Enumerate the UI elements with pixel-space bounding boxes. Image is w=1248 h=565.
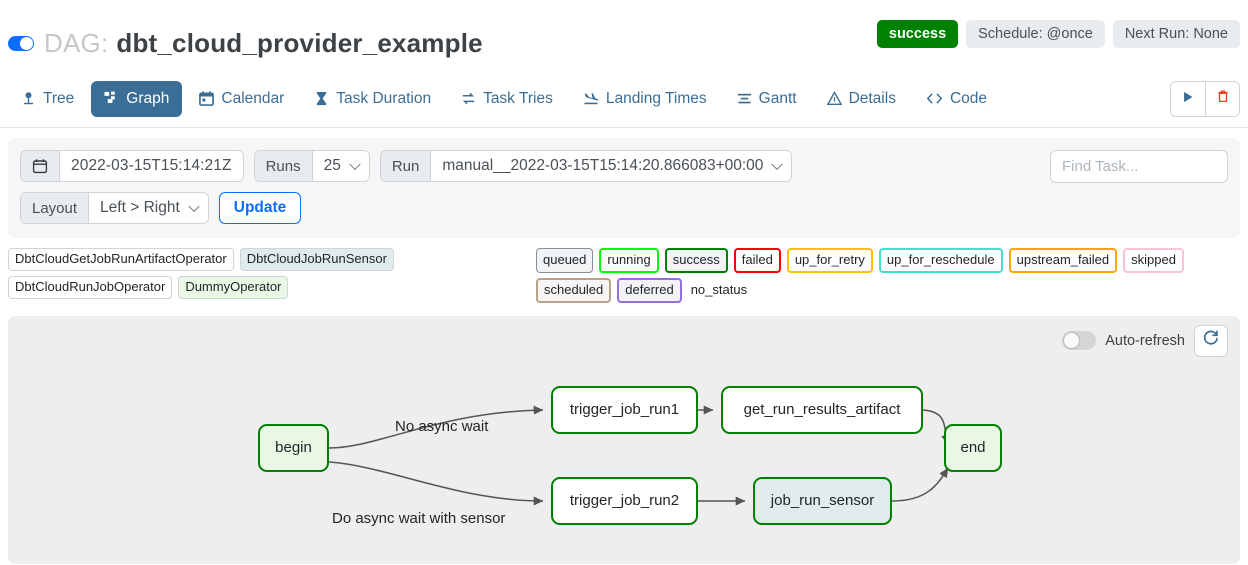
- filter-bar: 2022-03-15T15:14:21Z Runs 25 Run manual_…: [8, 138, 1240, 238]
- tab-label: Gantt: [758, 89, 797, 107]
- legend-chip-state: no_status: [690, 281, 748, 297]
- layout-select[interactable]: Left > Right: [89, 193, 208, 223]
- node-label: get_run_results_artifact: [743, 401, 901, 419]
- graph-node-trigger-job-run2[interactable]: trigger_job_run2: [551, 476, 698, 525]
- dag-run-group[interactable]: Run manual__2022-03-15T15:14:20.866083+0…: [379, 150, 793, 182]
- legend-chip-state: up_for_retry: [786, 248, 873, 273]
- tab-label: Task Tries: [483, 89, 553, 107]
- triangle-info-icon: [826, 91, 842, 106]
- plane-landing-icon: [583, 91, 599, 106]
- legend-row: DbtCloudGetJobRunArtifactOperator DbtClo…: [8, 248, 1240, 308]
- legend-chip-state: failed: [733, 248, 781, 273]
- tab-label: Calendar: [221, 89, 285, 107]
- legend-chip-state: deferred: [617, 277, 682, 303]
- dag-header: DAG: dbt_cloud_provider_example success …: [0, 0, 1248, 70]
- update-button[interactable]: Update: [218, 192, 302, 224]
- status-badge: success: [876, 20, 959, 49]
- tab-label: Graph: [126, 89, 170, 107]
- legend-chip-state: upstream_failed: [1008, 248, 1118, 273]
- operator-legend: DbtCloudGetJobRunArtifactOperator DbtClo…: [8, 248, 536, 304]
- legend-chip-state: success: [664, 248, 728, 273]
- tab-code[interactable]: Code: [913, 81, 1000, 117]
- dag-pause-toggle[interactable]: [8, 36, 34, 51]
- tab-details[interactable]: Details: [814, 81, 909, 117]
- layout-group[interactable]: Layout Left > Right: [20, 192, 209, 224]
- node-label: begin: [275, 439, 312, 457]
- legend-chip-state: up_for_reschedule: [878, 248, 1003, 273]
- tab-gantt[interactable]: Gantt: [724, 81, 810, 117]
- tab-graph[interactable]: Graph: [91, 80, 183, 117]
- num-runs-group[interactable]: Runs 25: [253, 150, 370, 182]
- schedule-badge: Schedule: @once: [966, 20, 1105, 49]
- view-tabbar: Tree Graph Calendar Task Duration Task T…: [0, 70, 1248, 128]
- legend-chip-state: queued: [536, 248, 594, 273]
- dag-label: DAG:: [44, 28, 109, 58]
- legend-chip-operator: DbtCloudGetJobRunArtifactOperator: [8, 248, 234, 271]
- node-label: trigger_job_run1: [569, 401, 680, 419]
- tab-label: Tree: [43, 89, 75, 107]
- node-label: job_run_sensor: [770, 492, 875, 510]
- hourglass-icon: [314, 91, 329, 106]
- graph-panel: Auto-refresh begin trigger_job_run1 trig…: [8, 315, 1240, 564]
- execution-date-group[interactable]: 2022-03-15T15:14:21Z: [20, 150, 244, 182]
- calendar-icon: [199, 91, 215, 106]
- graph-toolbar: Auto-refresh: [1062, 324, 1228, 357]
- dag-title: DAG: dbt_cloud_provider_example: [8, 28, 483, 59]
- refresh-icon: [1202, 329, 1220, 352]
- dag-name: dbt_cloud_provider_example: [116, 28, 483, 58]
- tab-task-tries[interactable]: Task Tries: [448, 81, 566, 117]
- auto-refresh-toggle[interactable]: [1062, 331, 1097, 351]
- auto-refresh-label: Auto-refresh: [1105, 332, 1185, 349]
- node-label: end: [960, 439, 986, 457]
- graph-icon: [104, 91, 119, 106]
- state-legend: queued running success failed up_for_ret…: [536, 248, 1240, 308]
- trash-icon: [1216, 89, 1230, 109]
- legend-chip-operator: DbtCloudRunJobOperator: [8, 275, 173, 299]
- tab-task-duration[interactable]: Task Duration: [301, 81, 444, 117]
- tab-label: Landing Times: [605, 89, 707, 107]
- tree-icon: [21, 91, 36, 106]
- layout-label: Layout: [21, 193, 90, 223]
- dag-action-buttons: [1170, 81, 1240, 117]
- graph-node-get-run-results-artifact[interactable]: get_run_results_artifact: [721, 385, 923, 434]
- graph-node-trigger-job-run1[interactable]: trigger_job_run1: [551, 385, 698, 434]
- edge-label-no-async-wait: No async wait: [395, 417, 489, 435]
- next-run-badge: Next Run: None: [1112, 20, 1240, 49]
- header-badges: success Schedule: @once Next Run: None: [876, 20, 1240, 49]
- calendar-icon[interactable]: [21, 151, 60, 181]
- runs-label: Runs: [254, 151, 313, 181]
- graph-edges: [328, 405, 950, 506]
- node-label: trigger_job_run2: [569, 492, 680, 510]
- execution-date-input[interactable]: 2022-03-15T15:14:21Z: [60, 151, 243, 181]
- tab-calendar[interactable]: Calendar: [186, 81, 297, 117]
- gantt-icon: [737, 91, 752, 106]
- tab-label: Code: [949, 89, 988, 107]
- legend-chip-operator: DbtCloudJobRunSensor: [239, 248, 394, 271]
- trigger-dag-button[interactable]: [1171, 82, 1205, 116]
- play-icon: [1181, 90, 1195, 109]
- graph-node-job-run-sensor[interactable]: job_run_sensor: [753, 476, 892, 525]
- find-task-input[interactable]: Find Task...: [1050, 150, 1228, 183]
- tab-landing-times[interactable]: Landing Times: [570, 81, 720, 117]
- legend-chip-state: running: [599, 248, 659, 273]
- legend-chip-state: skipped: [1123, 248, 1184, 273]
- run-label: Run: [380, 151, 432, 181]
- tab-label: Details: [848, 89, 896, 107]
- refresh-button[interactable]: [1194, 324, 1228, 357]
- legend-chip-state: scheduled: [536, 277, 612, 303]
- edge-label-async-wait-sensor: Do async wait with sensor: [332, 509, 506, 527]
- graph-node-begin[interactable]: begin: [258, 423, 329, 472]
- tab-label: Task Duration: [336, 89, 432, 107]
- code-icon: [926, 91, 943, 106]
- dag-run-select[interactable]: manual__2022-03-15T15:14:20.866083+00:00: [431, 151, 792, 181]
- legend-chip-operator: DummyOperator: [178, 275, 289, 299]
- graph-node-end[interactable]: end: [944, 423, 1002, 472]
- tab-tree[interactable]: Tree: [8, 81, 87, 117]
- retry-icon: [461, 91, 476, 106]
- delete-dag-button[interactable]: [1205, 82, 1239, 116]
- num-runs-select[interactable]: 25: [312, 151, 369, 181]
